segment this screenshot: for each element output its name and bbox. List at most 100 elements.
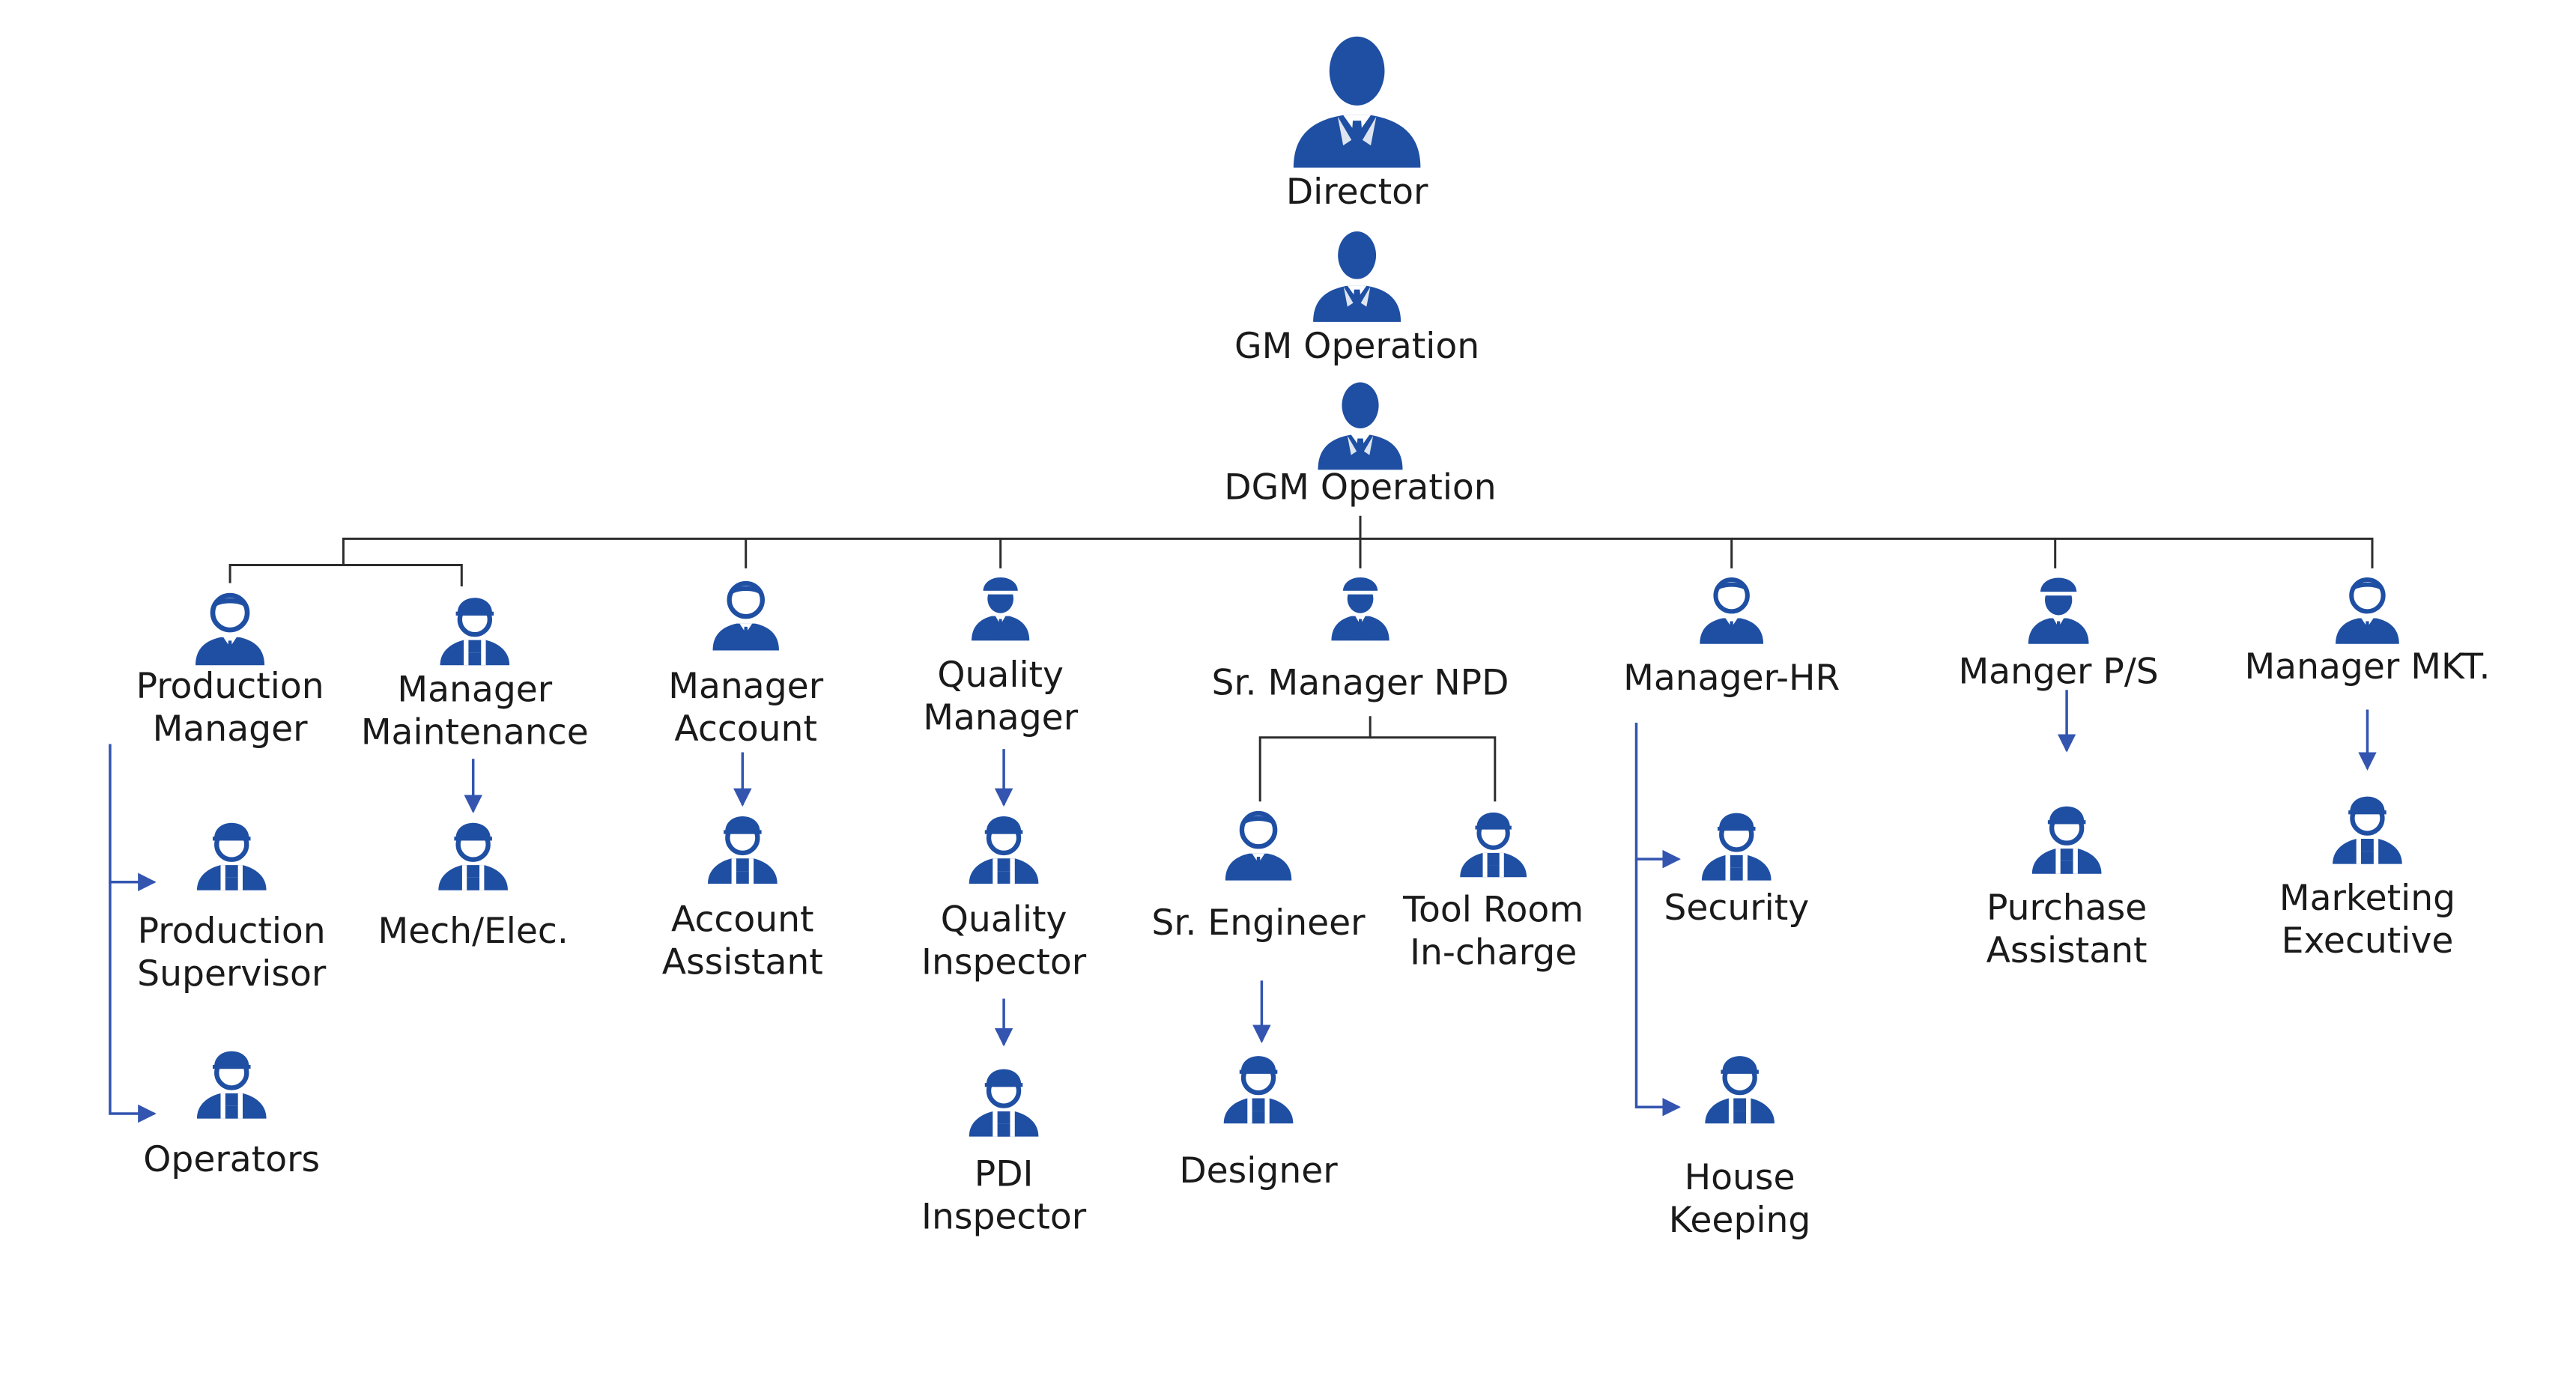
position-label-line: Inspector bbox=[921, 1197, 1087, 1238]
position-label-line: Supervisor bbox=[137, 953, 327, 995]
position-label-line: Quality bbox=[937, 655, 1064, 696]
position-label-line: Keeping bbox=[1669, 1200, 1811, 1241]
position-designer: Designer bbox=[1179, 1056, 1338, 1192]
connector-dgm-to-mgr-maint bbox=[343, 564, 463, 586]
position-label-line: PDI bbox=[975, 1154, 1034, 1195]
position-label-line: Maintenance bbox=[361, 712, 589, 753]
position-label-line: House bbox=[1685, 1157, 1795, 1198]
position-label: Manager MKT. bbox=[2244, 646, 2490, 688]
position-label-line: Manager bbox=[668, 666, 823, 707]
position-label-line: DGM Operation bbox=[1224, 467, 1496, 509]
position-label-line: Manger P/S bbox=[1958, 651, 2158, 692]
position-label-line: Assistant bbox=[662, 942, 823, 983]
position-label: GM Operation bbox=[1234, 326, 1479, 367]
position-label-line: Account bbox=[674, 708, 817, 750]
connectors bbox=[109, 515, 2377, 1123]
connector-sr-mgr-npd-to-tool-room bbox=[1370, 736, 1497, 802]
worker-person-icon bbox=[1460, 812, 1527, 878]
worker-person-icon bbox=[440, 598, 510, 666]
position-label-line: Production bbox=[136, 666, 324, 707]
position-label: DGM Operation bbox=[1224, 467, 1496, 509]
position-label: Manager-HR bbox=[1623, 658, 1840, 699]
position-label-line: Manager MKT. bbox=[2244, 646, 2490, 688]
position-label: Manger P/S bbox=[1958, 651, 2158, 692]
position-label: Security bbox=[1664, 887, 1809, 929]
position-label-line: Mech/Elec. bbox=[378, 911, 568, 952]
worker-person-icon bbox=[2031, 806, 2102, 874]
position-label: Director bbox=[1286, 172, 1428, 213]
helmet-person-icon bbox=[972, 577, 1030, 641]
position-label-line: Sr. Engineer bbox=[1151, 902, 1366, 944]
worker-person-icon bbox=[196, 822, 267, 890]
position-label-line: Marketing bbox=[2279, 878, 2455, 919]
position-label: Mech/Elec. bbox=[378, 911, 568, 952]
position-label-line: Sr. Manager NPD bbox=[1212, 663, 1509, 704]
connector-dgm-to-mgr-hr bbox=[1360, 537, 1733, 568]
connector-dgm-to-mgr-ps bbox=[1731, 537, 2057, 568]
position-label-line: Assistant bbox=[1986, 930, 2148, 971]
position-label-line: Manager bbox=[923, 697, 1078, 738]
position-security: Security bbox=[1664, 813, 1809, 929]
connector-prod-mgr-to-operators bbox=[109, 881, 157, 1123]
position-label-line: Manager bbox=[397, 670, 552, 711]
position-dgm: DGM Operation bbox=[1224, 382, 1497, 509]
position-gm: GM Operation bbox=[1234, 231, 1479, 367]
connector-sr-mgr-npd-to-sr-engineer bbox=[1258, 716, 1372, 802]
manager-person-icon bbox=[712, 580, 779, 651]
connector-prod-mgr-to-prod-sup bbox=[109, 744, 157, 892]
position-label-line: In-charge bbox=[1410, 932, 1577, 973]
position-label: Sr. Engineer bbox=[1151, 902, 1366, 944]
connector-dgm-to-prod-mgr bbox=[228, 515, 1362, 583]
worker-person-icon bbox=[708, 816, 778, 884]
position-director: Director bbox=[1286, 36, 1428, 213]
worker-person-icon bbox=[1223, 1056, 1294, 1124]
position-mech-elec: Mech/Elec. bbox=[378, 822, 569, 952]
manager-person-icon bbox=[195, 592, 265, 666]
position-label-line: GM Operation bbox=[1234, 326, 1479, 367]
exec-person-icon bbox=[1318, 382, 1403, 470]
helmet-person-icon bbox=[2028, 577, 2089, 644]
helmet-person-icon bbox=[1331, 577, 1389, 641]
position-label-line: Quality bbox=[941, 899, 1067, 941]
manager-person-icon bbox=[1700, 577, 1764, 644]
position-sr-mgr-npd: Sr. Manager NPD bbox=[1212, 577, 1509, 704]
worker-person-icon bbox=[2333, 796, 2402, 864]
connector-dgm-to-mgr-mkt bbox=[2055, 537, 2374, 568]
position-mgr-hr: Manager-HR bbox=[1623, 577, 1840, 699]
position-label-line: Manager-HR bbox=[1623, 658, 1840, 699]
position-label-line: Tool Room bbox=[1402, 889, 1584, 930]
position-label-line: Account bbox=[671, 899, 814, 941]
position-label-line: Executive bbox=[2282, 920, 2454, 962]
position-label: Sr. Manager NPD bbox=[1212, 663, 1509, 704]
position-mgr-mkt: Manager MKT. bbox=[2244, 577, 2491, 688]
position-label: Designer bbox=[1179, 1150, 1338, 1192]
position-operators: Operators bbox=[143, 1051, 320, 1180]
worker-person-icon bbox=[1705, 1056, 1775, 1124]
exec-person-icon bbox=[1313, 231, 1401, 322]
connector-mgr-hr-to-security bbox=[1634, 723, 1681, 869]
position-label-line: Inspector bbox=[921, 942, 1087, 983]
